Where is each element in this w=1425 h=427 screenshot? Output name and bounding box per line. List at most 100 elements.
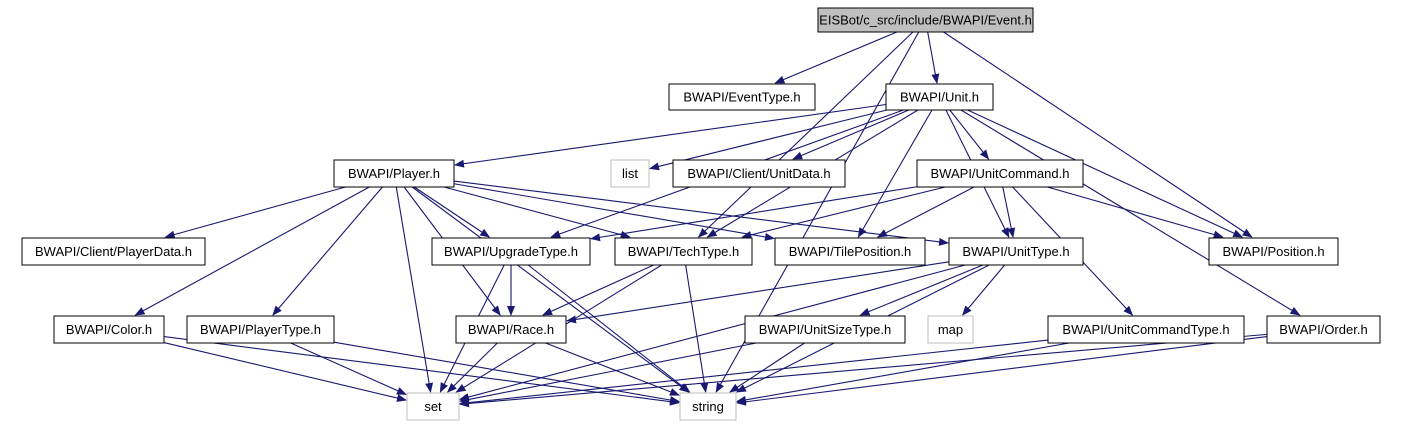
node-list: list: [610, 159, 650, 188]
node-box: [774, 237, 926, 266]
node-string: string: [679, 392, 737, 421]
node-upgradetype[interactable]: BWAPI/UpgradeType.h: [431, 237, 591, 266]
node-label: BWAPI/UnitSizeType.h: [759, 322, 891, 337]
edge-unit-to-list: [649, 109, 888, 171]
edge-unittype-to-unitsizetype: [859, 264, 984, 316]
node-label: BWAPI/UnitCommandType.h: [1062, 322, 1229, 337]
edge-unitcommand-to-techtype: [741, 186, 946, 239]
node-tileposition[interactable]: BWAPI/TilePosition.h: [774, 237, 926, 266]
edge-race-to-string: [545, 342, 680, 396]
node-color[interactable]: BWAPI/Color.h: [53, 315, 165, 344]
node-order[interactable]: BWAPI/Order.h: [1266, 315, 1381, 344]
node-box: [817, 7, 1034, 33]
node-label: BWAPI/Player.h: [348, 166, 440, 181]
node-label: BWAPI/Position.h: [1222, 244, 1324, 259]
edge-techtype-to-string: [685, 264, 709, 393]
edge-techtype-to-race: [542, 264, 654, 316]
node-set: set: [406, 392, 460, 421]
edge-player-to-unittype: [453, 180, 949, 246]
edge-player-to-tileposition: [453, 183, 775, 241]
node-unitsizetype[interactable]: BWAPI/UnitSizeType.h: [744, 315, 906, 344]
edge-player-to-playertype: [272, 186, 383, 316]
node-box: [21, 237, 206, 266]
edge-upgradetype-to-string: [527, 264, 691, 393]
edge-player-to-color: [134, 186, 370, 316]
edge-unittype-to-race: [566, 261, 950, 324]
edge-unitcommandtype-to-set: [459, 339, 1049, 407]
edge-player-to-techtype: [443, 186, 631, 239]
node-box: [431, 237, 591, 266]
node-playertype[interactable]: BWAPI/PlayerType.h: [186, 315, 335, 344]
node-box: [1208, 237, 1339, 266]
edge-event-to-position: [943, 31, 1253, 238]
node-box: [885, 83, 994, 111]
edge-unittype-to-map: [962, 264, 1006, 316]
edge-unit-to-order: [960, 109, 1301, 316]
edge-order-to-string: [736, 336, 1268, 406]
node-box: [406, 392, 460, 421]
node-label: EISBot/c_src/include/BWAPI/Event.h: [819, 13, 1032, 28]
edge-event-to-unit: [927, 31, 940, 84]
edge-unitsizetype-to-set: [459, 342, 757, 404]
node-techtype[interactable]: BWAPI/TechType.h: [614, 237, 753, 266]
edge-unitcommand-to-tileposition: [876, 186, 975, 238]
edge-event-to-techtype: [697, 31, 914, 238]
node-label: BWAPI/Race.h: [468, 322, 554, 337]
node-label: BWAPI/TechType.h: [628, 244, 740, 259]
edge-player-to-upgradetype: [413, 186, 491, 238]
node-box: [1047, 315, 1245, 344]
node-event[interactable]: EISBot/c_src/include/BWAPI/Event.h: [817, 7, 1034, 33]
node-player[interactable]: BWAPI/Player.h: [333, 159, 455, 188]
node-box: [679, 392, 737, 421]
edge-unit-to-clientunitdata: [792, 109, 910, 160]
edge-order-to-set: [459, 333, 1268, 408]
edge-color-to-string: [163, 336, 680, 406]
edge-unitcommand-to-position: [1047, 186, 1224, 239]
node-label: BWAPI/PlayerType.h: [200, 322, 321, 337]
edge-unit-to-position: [967, 109, 1244, 238]
node-label: BWAPI/Client/PlayerData.h: [35, 244, 192, 259]
node-map: map: [927, 315, 974, 344]
edge-race-to-set: [446, 342, 498, 393]
node-box: [614, 237, 753, 266]
edge-unit-to-unitcommand: [949, 109, 990, 160]
node-box: [916, 159, 1084, 188]
node-box: [927, 315, 974, 344]
node-box: [610, 159, 650, 188]
node-box: [672, 159, 846, 188]
node-unitcommand[interactable]: BWAPI/UnitCommand.h: [916, 159, 1084, 188]
node-position[interactable]: BWAPI/Position.h: [1208, 237, 1339, 266]
node-label: string: [692, 399, 724, 414]
node-label: BWAPI/Unit.h: [900, 90, 979, 105]
node-playerdata[interactable]: BWAPI/Client/PlayerData.h: [21, 237, 206, 266]
node-box: [948, 237, 1084, 266]
node-box: [186, 315, 335, 344]
node-unit[interactable]: BWAPI/Unit.h: [885, 83, 994, 111]
edge-color-to-set: [163, 342, 407, 402]
edge-unittype-to-set: [459, 264, 966, 401]
edge-unit-to-player: [454, 103, 887, 168]
node-box: [53, 315, 165, 344]
node-label: BWAPI/UnitCommand.h: [931, 166, 1070, 181]
node-unittype[interactable]: BWAPI/UnitType.h: [948, 237, 1084, 266]
node-label: set: [424, 399, 442, 414]
node-label: BWAPI/UnitType.h: [962, 244, 1069, 259]
edge-event-to-eventtype: [774, 31, 898, 84]
edge-player-to-playerdata: [164, 186, 346, 239]
node-race[interactable]: BWAPI/Race.h: [455, 315, 567, 344]
edge-unitcommandtype-to-string: [736, 342, 1070, 404]
node-eventtype[interactable]: BWAPI/EventType.h: [668, 83, 816, 111]
node-label: BWAPI/UpgradeType.h: [444, 244, 578, 259]
node-box: [1266, 315, 1381, 344]
edge-unitsizetype-to-string: [729, 342, 805, 393]
edge-playertype-to-set: [290, 342, 407, 395]
node-label: BWAPI/TilePosition.h: [789, 244, 912, 259]
edge-unitcommand-to-unittype: [1002, 186, 1016, 238]
node-clientunitdata[interactable]: BWAPI/Client/UnitData.h: [672, 159, 846, 188]
node-box: [455, 315, 567, 344]
node-label: BWAPI/Color.h: [66, 322, 152, 337]
node-label: BWAPI/EventType.h: [683, 90, 800, 105]
edge-player-to-set: [395, 186, 434, 393]
node-unitcommandtype[interactable]: BWAPI/UnitCommandType.h: [1047, 315, 1245, 344]
